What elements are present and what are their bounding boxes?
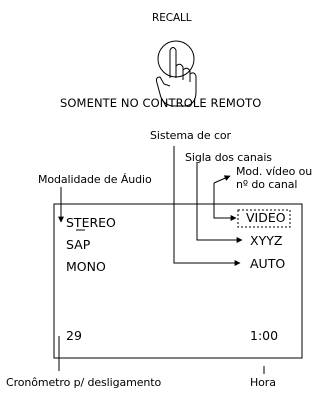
pressing-hand-icon	[155, 40, 197, 107]
recall-button-label: RECALL	[152, 12, 192, 24]
video-indicator: VIDEO	[246, 210, 286, 225]
label-mod-video-line2: nº do canal	[236, 178, 298, 191]
label-modalidade-audio: Modalidade de Áudio	[38, 173, 152, 186]
audio-mode-stereo: STEREO	[66, 215, 116, 230]
label-hora: Hora	[250, 376, 276, 389]
remote-only-note: SOMENTE NO CONTROLE REMOTO	[60, 96, 262, 110]
label-sigla-dos-canais: Sigla dos canais	[185, 151, 272, 164]
label-sistema-de-cor: Sistema de cor	[150, 129, 231, 142]
label-mod-video-line1: Mod. vídeo ou	[236, 165, 313, 178]
clock-value: 1:00	[250, 328, 279, 343]
sleep-timer-value: 29	[66, 328, 82, 343]
audio-mode-sap: SAP	[66, 237, 91, 252]
audio-mode-mono: MONO	[66, 259, 106, 274]
color-system-value: AUTO	[250, 256, 286, 271]
label-cronometro: Cronômetro p/ desligamento	[6, 376, 162, 389]
channel-code: XYYZ	[250, 233, 283, 248]
tv-screen-frame	[53, 203, 303, 359]
